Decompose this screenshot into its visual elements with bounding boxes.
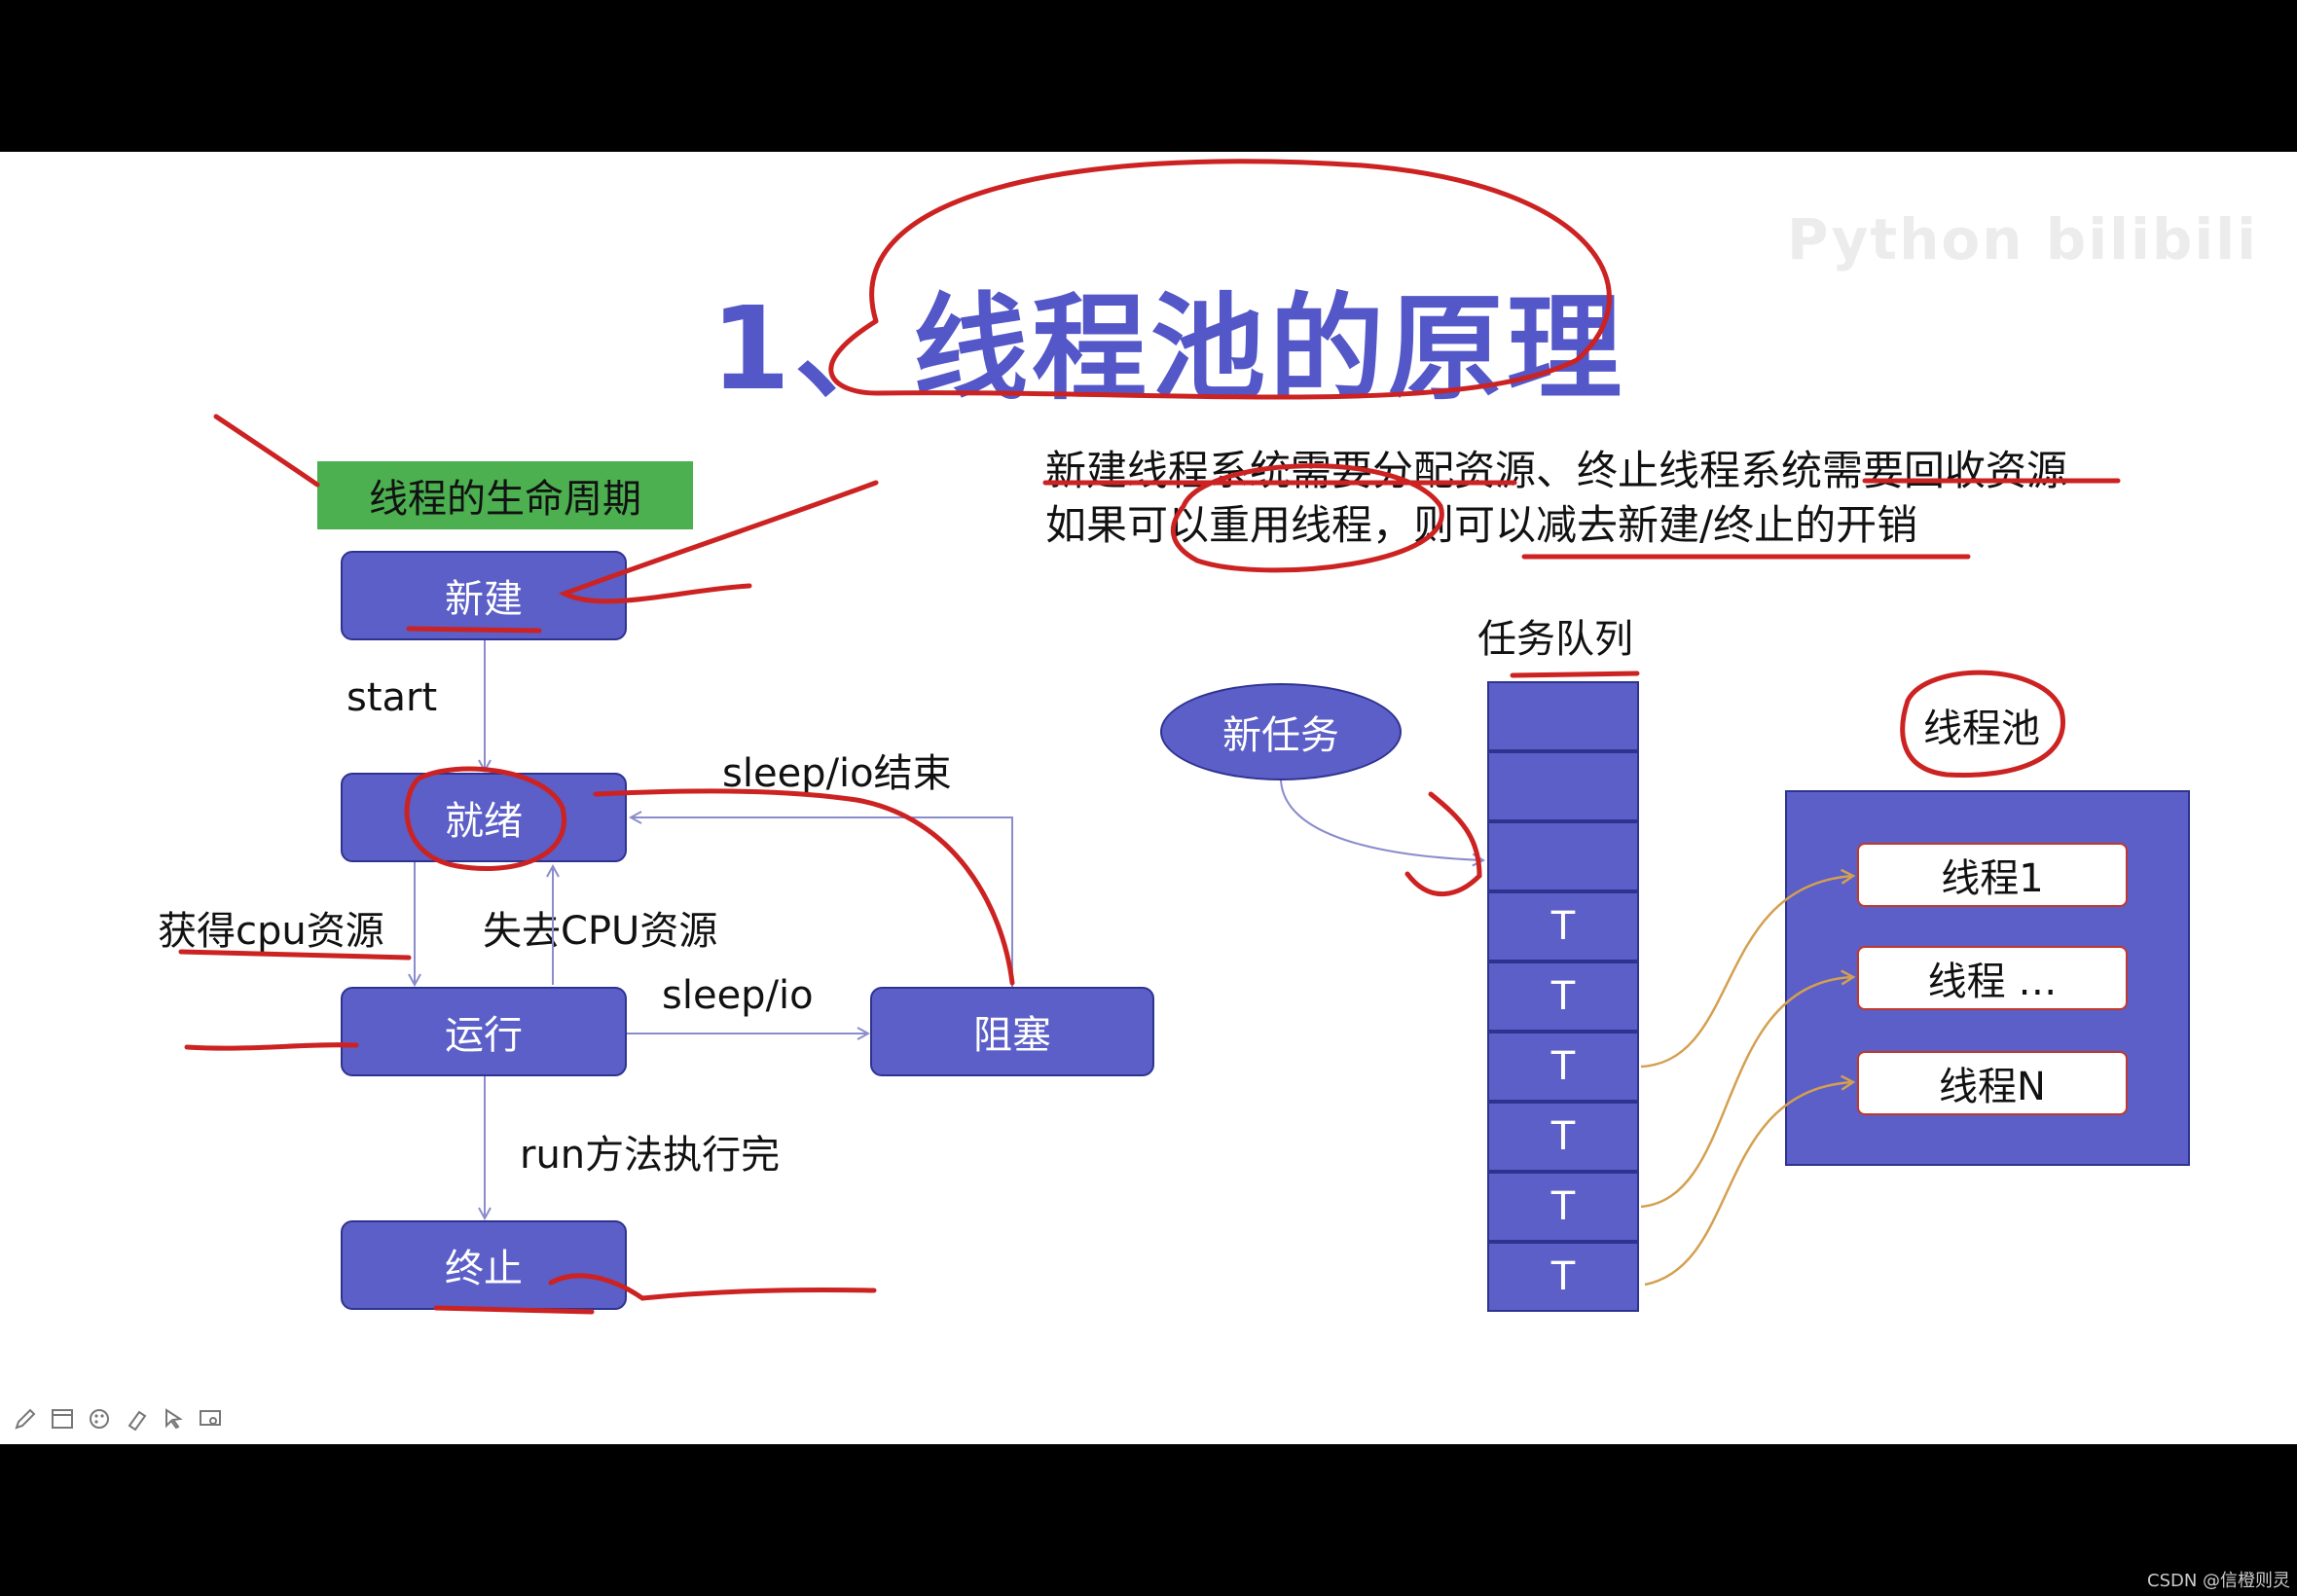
annotation-running-arrow (184, 1042, 359, 1051)
state-new: 新建 (341, 551, 627, 640)
annotation-ready-circle (404, 766, 566, 871)
screen-icon[interactable] (197, 1405, 224, 1433)
state-blocked: 阻塞 (870, 987, 1154, 1076)
transition-sleep-io: sleep/io (662, 973, 814, 1018)
description-line-2: 如果可以重用线程，则可以减去新建/终止的开销 (1045, 501, 1918, 549)
queue-cell: T (1487, 1172, 1639, 1242)
bilibili-watermark: Python bilibili (1787, 206, 2259, 272)
edge-newtask-queue (1280, 780, 1483, 860)
transition-sleep-io-end: sleep/io结束 (722, 751, 952, 796)
transition-get-cpu: 获得cpu资源 (158, 909, 384, 954)
state-ready: 就绪 (341, 773, 627, 862)
queue-cell: T (1487, 1242, 1639, 1312)
pointer-icon[interactable] (160, 1405, 187, 1433)
new-task-node: 新任务 (1160, 683, 1402, 780)
annotation-new-arrow (558, 480, 879, 604)
edge-task-thread-1 (1640, 876, 1853, 1069)
state-terminated: 终止 (341, 1220, 627, 1310)
annotation-pool-circle (1900, 670, 2065, 778)
transition-start: start (346, 675, 438, 720)
transition-run-done: run方法执行完 (520, 1133, 781, 1178)
queue-cell (1487, 821, 1639, 891)
description-line-1: 新建线程系统需要分配资源、终止线程系统需要回收资源 (1045, 447, 2068, 494)
eraser-icon[interactable] (123, 1405, 150, 1433)
annotation-queue-underline (1510, 671, 1640, 678)
pen-icon[interactable] (12, 1405, 39, 1433)
top-letterbox (0, 0, 2297, 152)
lifecycle-heading: 线程的生命周期 (317, 461, 693, 529)
annotation-terminated-underline (433, 1305, 595, 1315)
red-annotations (178, 159, 2121, 1315)
edge-task-thread-3 (1644, 1082, 1853, 1287)
palette-icon[interactable] (86, 1405, 113, 1433)
pool-label: 线程池 (1923, 707, 2040, 751)
state-running: 运行 (341, 987, 627, 1076)
annotation-terminated-arrow (548, 1273, 877, 1301)
csdn-credit: CSDN @信橙则灵 (2147, 1571, 2291, 1591)
annotation-get-cpu-underline (178, 949, 412, 961)
annotation-toolbar (12, 1405, 224, 1433)
bottom-letterbox (0, 1444, 2297, 1596)
task-queue: T T T T T T (1487, 681, 1639, 1312)
annotation-title-loop (828, 159, 1612, 400)
thread-item: 线程N (1857, 1051, 2128, 1115)
transition-lose-cpu: 失去CPU资源 (483, 909, 718, 954)
thread-item: 线程1 (1857, 843, 2128, 907)
queue-label: 任务队列 (1477, 617, 1633, 662)
queue-cell: T (1487, 1032, 1639, 1102)
queue-cell (1487, 751, 1639, 821)
annotation-new-underline (406, 626, 542, 634)
annotation-blocked-to-ready (593, 788, 1015, 986)
queue-cell: T (1487, 961, 1639, 1032)
queue-cell: T (1487, 1102, 1639, 1172)
queue-cell (1487, 681, 1639, 751)
annotation-heading-arrow (213, 414, 320, 488)
window-icon[interactable] (49, 1405, 76, 1433)
thread-item: 线程 … (1857, 946, 2128, 1010)
annotation-queue-arrow (1404, 791, 1482, 896)
queue-cell: T (1487, 891, 1639, 961)
edge-blocked-ready (631, 817, 1013, 987)
annotation-reuse-circle (1170, 463, 1444, 573)
edge-task-thread-2 (1640, 977, 1853, 1209)
